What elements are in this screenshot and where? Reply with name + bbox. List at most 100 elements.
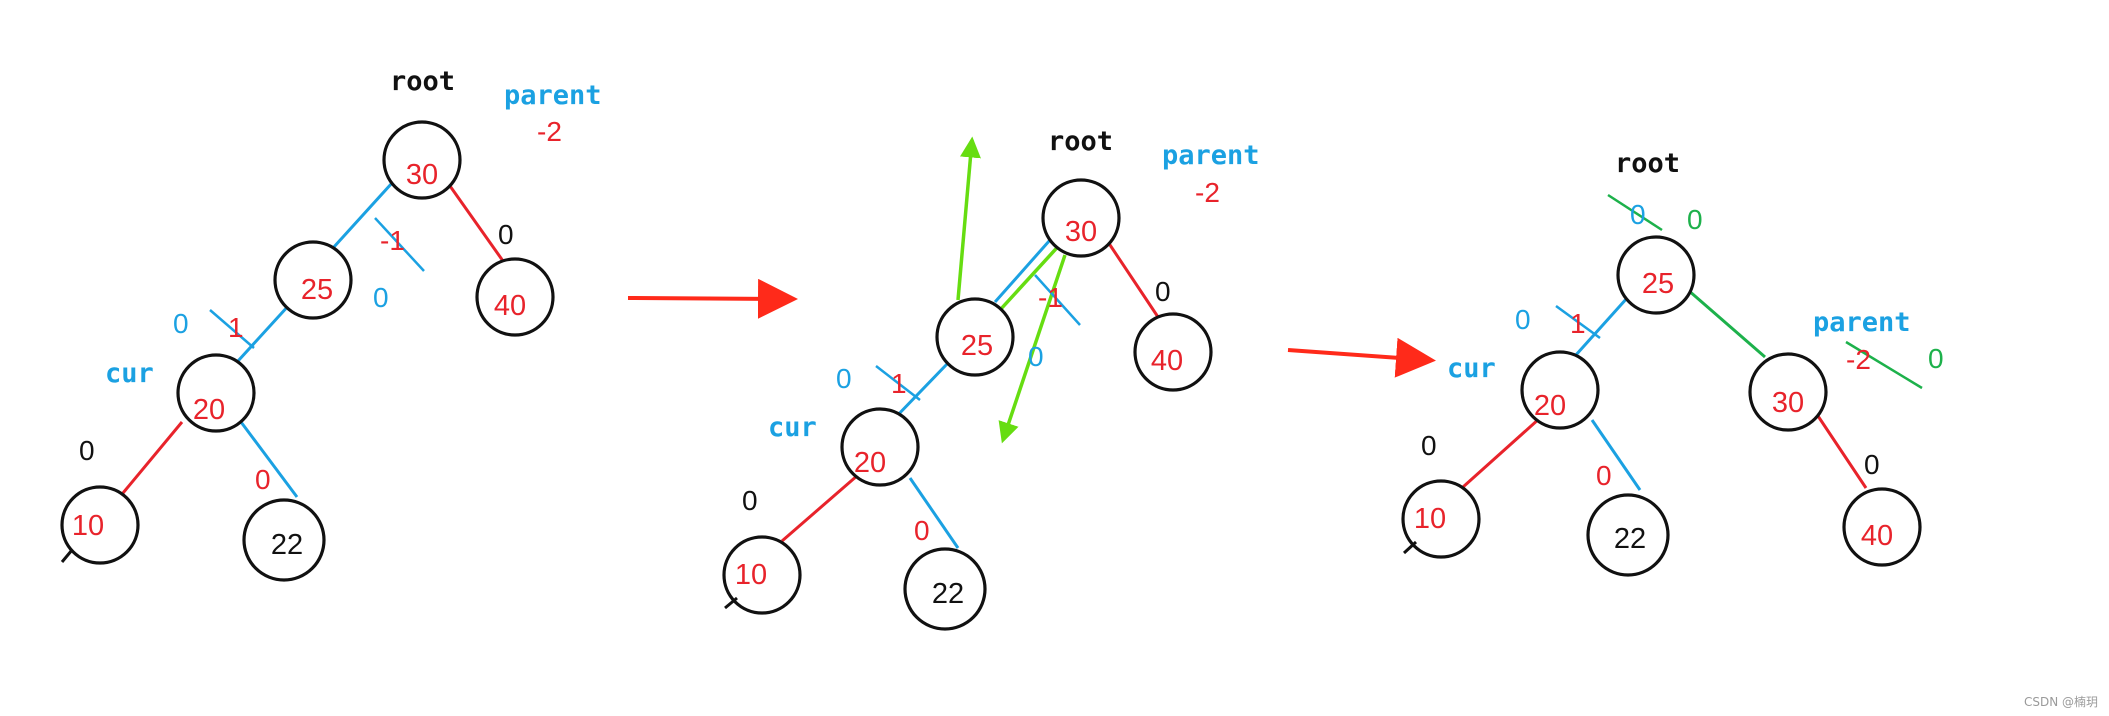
node-30: [382, 120, 462, 200]
edge-20-10: [121, 421, 184, 494]
parent-label: parent: [504, 80, 602, 111]
edge-25-20: [1573, 295, 1630, 358]
node-22-value: 22: [271, 529, 303, 561]
transition-arrow-1: [627, 278, 798, 319]
node-40-value: 40: [1151, 345, 1183, 377]
transition-arrow-2: [1287, 337, 1436, 378]
rotation-arrow-up: [956, 136, 981, 301]
bf-25-old: 0: [1630, 199, 1646, 230]
node-20-value: 20: [854, 447, 886, 479]
node-25-value: 25: [961, 330, 993, 362]
node-40-value: 40: [1861, 520, 1893, 552]
strike-mark: [1034, 274, 1081, 326]
node-25: [1616, 235, 1696, 315]
panel-after: 25 30 20 40 10 22 root parent -2 0 cur 0…: [1401, 148, 1944, 577]
bf-40: 0: [1155, 276, 1171, 307]
bf-20-new: 0: [173, 308, 189, 339]
node-30: [1748, 352, 1828, 432]
bf-25-new: 0: [373, 282, 389, 313]
node-30: [1041, 178, 1121, 258]
bf-25-new: 0: [1028, 341, 1044, 372]
edge-30-25: [331, 181, 394, 250]
node-22: [903, 547, 987, 631]
node-10: [1401, 479, 1481, 559]
cur-label: cur: [1447, 353, 1496, 384]
cur-label: cur: [768, 412, 817, 443]
edge-20-22: [1590, 419, 1642, 491]
edge-30-40: [1816, 415, 1868, 489]
root-label: root: [1615, 148, 1680, 179]
node-40-value: 40: [494, 290, 526, 322]
bf-22: 0: [255, 464, 271, 495]
stroke-tail: [1402, 540, 1418, 555]
parent-balance-factor-new: 0: [1928, 343, 1944, 374]
node-10-value: 10: [72, 510, 104, 542]
cur-label: cur: [105, 358, 154, 389]
node-10-value: 10: [1414, 503, 1446, 535]
stroke-tail: [60, 549, 74, 563]
panel-before: 30 25 40 20 10 22 root parent -2 cur -1 …: [60, 66, 602, 582]
node-25: [273, 240, 353, 320]
edge-30-40: [448, 185, 505, 262]
parent-balance-factor: -2: [1195, 177, 1220, 208]
bf-22: 0: [914, 515, 930, 546]
edge-20-22: [908, 477, 960, 549]
rotation-arrow-down: [998, 254, 1067, 444]
strike-mark: [374, 217, 425, 272]
node-20-value: 20: [193, 394, 225, 426]
bf-22: 0: [1596, 460, 1612, 491]
node-20-value: 20: [1534, 390, 1566, 422]
parent-label: parent: [1162, 140, 1260, 171]
edge-20-22: [239, 421, 299, 498]
parent-balance-factor-old: -2: [1846, 344, 1871, 375]
edge-30-25: [993, 239, 1052, 303]
bf-40: 0: [498, 219, 514, 250]
node-25-value: 25: [301, 274, 333, 306]
node-40: [1133, 312, 1213, 392]
strike-mark: [875, 365, 921, 401]
bf-20-old: 1: [1570, 308, 1586, 339]
bf-20-old: 1: [228, 312, 244, 343]
node-20: [1520, 350, 1600, 430]
node-22: [242, 498, 326, 582]
strike-mark: [1845, 340, 1923, 390]
panel-rotation: 30 25 40 20 10 22 root parent -2 cur -1 …: [722, 126, 1260, 631]
node-10: [722, 535, 802, 615]
node-22-value: 22: [932, 578, 964, 610]
edge-20-10: [1461, 416, 1542, 489]
parent-label: parent: [1813, 307, 1911, 338]
node-25-value: 25: [1642, 268, 1674, 300]
bf-10: 0: [1421, 430, 1437, 461]
bf-20-new: 0: [836, 363, 852, 394]
node-25: [935, 297, 1015, 377]
node-22-value: 22: [1614, 523, 1646, 555]
bf-10: 0: [79, 435, 95, 466]
strike-mark: [209, 309, 255, 349]
node-30-value: 30: [1772, 387, 1804, 419]
bf-25-old: -1: [1038, 282, 1063, 313]
node-20: [176, 353, 256, 433]
edge-25-20: [236, 302, 292, 363]
node-30-value: 30: [406, 159, 438, 191]
edge-25-20: [891, 361, 950, 422]
bf-20-old: 1: [891, 368, 907, 399]
bf-10: 0: [742, 485, 758, 516]
edge-30-40: [1106, 241, 1162, 321]
root-label: root: [390, 66, 455, 97]
strike-mark: [1555, 304, 1601, 340]
edge-25-30: [1687, 288, 1766, 359]
bf-25-new: 0: [1687, 204, 1703, 235]
node-10: [60, 485, 140, 565]
bf-20-new: 0: [1515, 304, 1531, 335]
node-22: [1586, 493, 1670, 577]
edge-20-10: [781, 473, 859, 543]
strike-mark: [1607, 193, 1663, 232]
node-30-value: 30: [1065, 216, 1097, 248]
stroke-tail: [724, 596, 738, 610]
bf-40: 0: [1864, 449, 1880, 480]
node-20: [840, 407, 920, 487]
parent-balance-factor: -2: [537, 116, 562, 147]
node-40: [475, 257, 555, 337]
bf-25-old: -1: [380, 225, 405, 256]
